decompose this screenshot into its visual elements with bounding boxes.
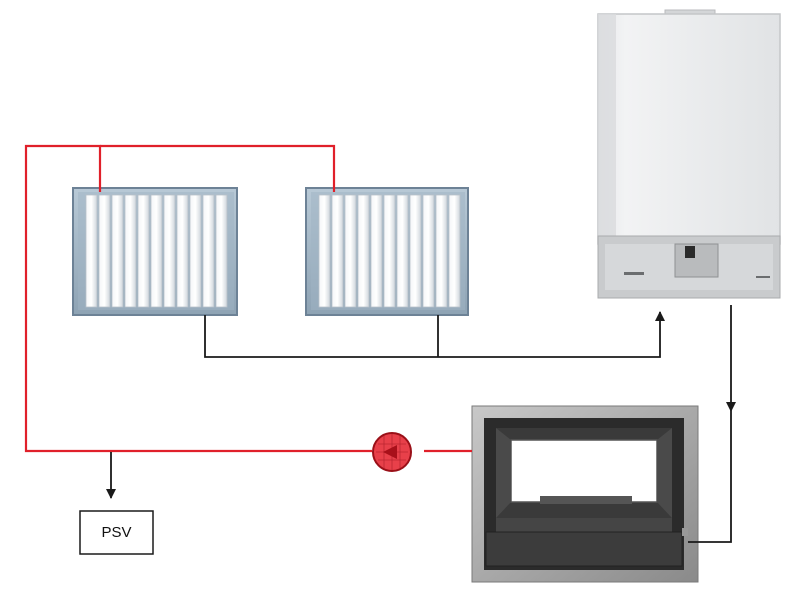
flow-pipe <box>24 144 472 453</box>
radiator-1 <box>72 187 238 316</box>
boiler <box>597 9 781 299</box>
return-pipe <box>106 305 736 543</box>
radiator-2 <box>305 187 469 316</box>
psv-label: PSV <box>101 524 132 541</box>
pump-icon <box>372 432 412 472</box>
psv-box <box>79 510 154 555</box>
fireplace <box>471 405 699 583</box>
